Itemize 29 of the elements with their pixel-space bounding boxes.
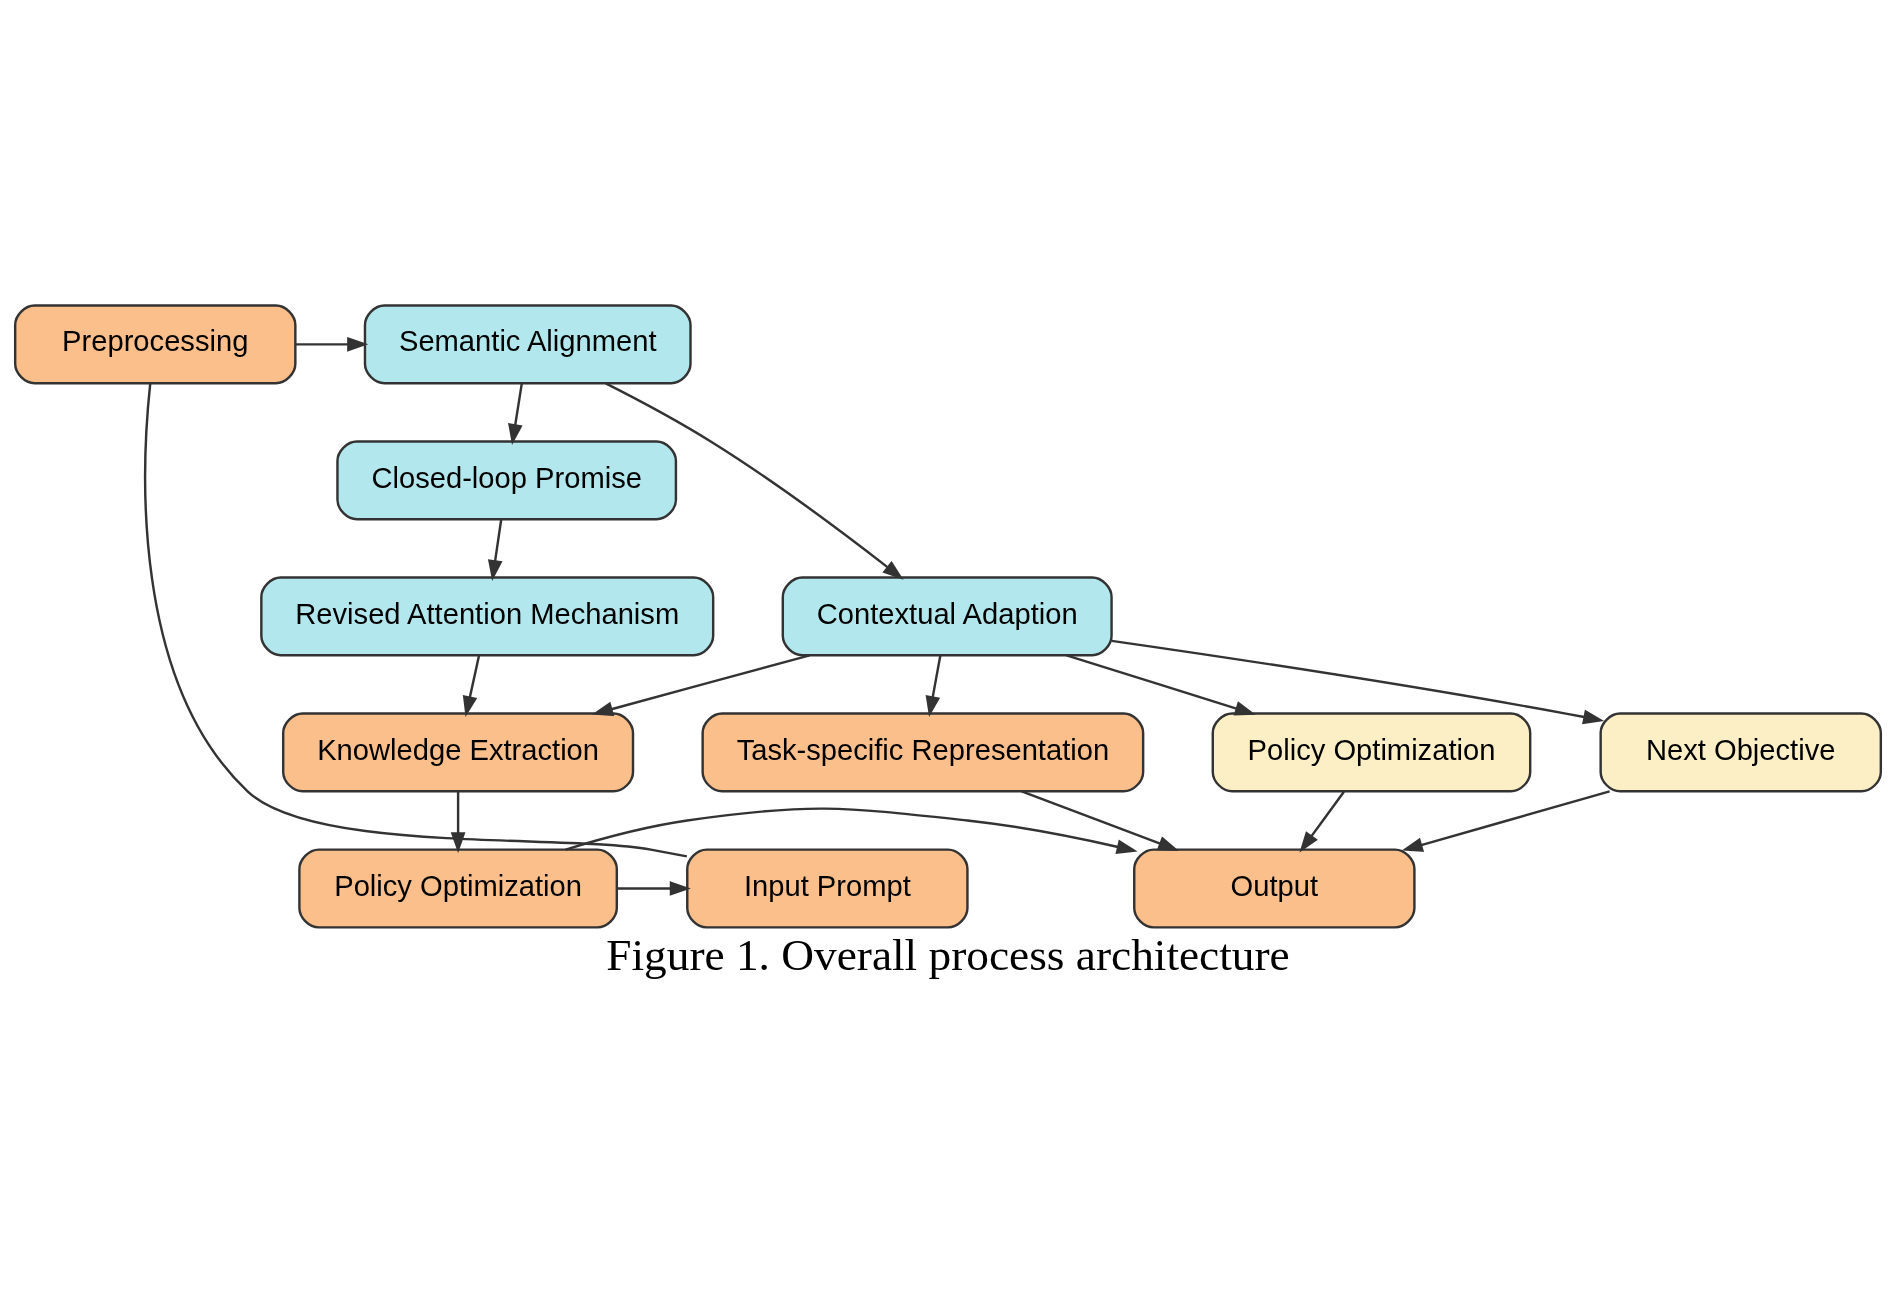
arrow: [1401, 790, 1610, 852]
node-box: Policy Optimization: [1211, 712, 1532, 793]
node-box: Contextual Adaption: [781, 576, 1113, 657]
node-box: Task-specific Representation: [701, 712, 1145, 793]
node-box: Next Objective: [1599, 712, 1883, 793]
arrow: [925, 655, 942, 718]
caption: Figure 1. Overall process architecture: [606, 930, 1290, 981]
arrow: [295, 336, 369, 352]
node-box: Closed-loop Promise: [336, 440, 678, 521]
arrow: [605, 382, 904, 580]
arrow: [508, 383, 523, 446]
arrow: [565, 807, 1138, 854]
node-box: Input Prompt: [686, 848, 969, 929]
arrow: [487, 519, 503, 582]
node-box: Revised Attention Mechanism: [260, 576, 715, 657]
arrow: [450, 791, 466, 854]
node-box: Semantic Alignment: [363, 304, 692, 385]
node-box: Policy Optimization: [298, 848, 619, 929]
node-box: Knowledge Extraction: [282, 712, 635, 793]
arrow: [1111, 639, 1605, 725]
connector: [144, 383, 688, 858]
node-box: Preprocessing: [13, 304, 297, 385]
node-box: Output: [1133, 848, 1416, 929]
arrow: [1299, 791, 1345, 853]
arrow: [1066, 654, 1256, 716]
arrow: [591, 654, 810, 717]
arrow: [462, 655, 481, 718]
arrow: [1021, 790, 1180, 851]
arrow: [617, 881, 691, 896]
